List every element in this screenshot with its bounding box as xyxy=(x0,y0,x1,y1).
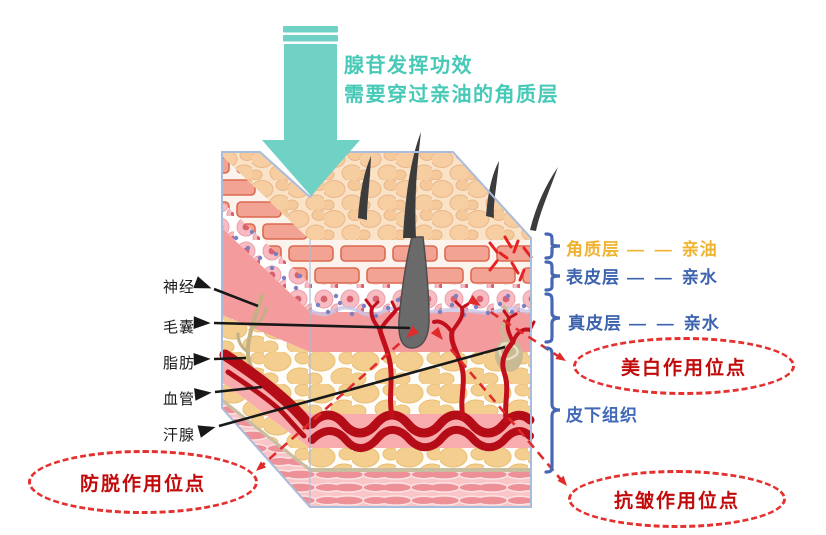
layer-property: 亲水 xyxy=(683,314,720,333)
anti-hairloss-site-oval: 防脱作用位点 xyxy=(28,450,258,514)
skin-cut-face xyxy=(222,152,310,507)
layer-braces xyxy=(544,232,561,474)
label-nerve: 神经 xyxy=(163,279,196,296)
penetration-down-arrow-icon xyxy=(262,26,360,196)
label-dermis: 真皮层 — — 亲水 xyxy=(568,309,720,334)
structure-pointer-arrows xyxy=(193,276,506,438)
whitening-site-oval: 美白作用位点 xyxy=(573,337,795,395)
layer-name: 真皮层 xyxy=(568,314,622,333)
hair-shaft xyxy=(403,132,421,238)
label-epidermis: 表皮层 — — 亲水 xyxy=(566,263,718,288)
whitening-site-label: 美白作用位点 xyxy=(620,357,747,379)
layer-separator: — — xyxy=(629,314,677,333)
anti-wrinkle-site-label: 抗皱作用位点 xyxy=(613,490,740,512)
label-sweat-gland: 汗腺 xyxy=(163,427,196,444)
anti-wrinkle-site-oval: 抗皱作用位点 xyxy=(568,470,786,528)
heading-line1: 腺苷发挥功效 xyxy=(344,55,473,77)
heading: 腺苷发挥功效 需要穿过亲油的角质层 xyxy=(344,52,559,110)
label-stratum-corneum: 角质层 — — 亲油 xyxy=(566,235,718,260)
layer-name: 皮下组织 xyxy=(566,406,638,425)
action-site-arrows xyxy=(256,294,567,486)
nerve-structure xyxy=(236,294,268,374)
hairs xyxy=(358,156,558,231)
stratum-corneum-marks xyxy=(488,235,533,282)
anti-hairloss-site-label: 防脱作用位点 xyxy=(79,473,206,495)
layer-name: 表皮层 xyxy=(566,268,620,287)
label-blood-vessel: 血管 xyxy=(163,391,196,408)
layer-property: 亲油 xyxy=(681,240,718,259)
heading-line2: 需要穿过亲油的角质层 xyxy=(344,84,559,106)
label-hair-follicle: 毛囊 xyxy=(163,319,196,336)
block-outline xyxy=(221,151,532,508)
layer-separator: — — xyxy=(627,268,675,287)
hair-follicle xyxy=(398,132,430,349)
layer-separator: — — xyxy=(627,240,675,259)
label-fat: 脂肪 xyxy=(163,355,196,372)
layer-name: 角质层 xyxy=(566,240,620,259)
layer-property: 亲水 xyxy=(681,268,718,287)
label-subcutaneous-tissue: 皮下组织 xyxy=(566,401,638,426)
